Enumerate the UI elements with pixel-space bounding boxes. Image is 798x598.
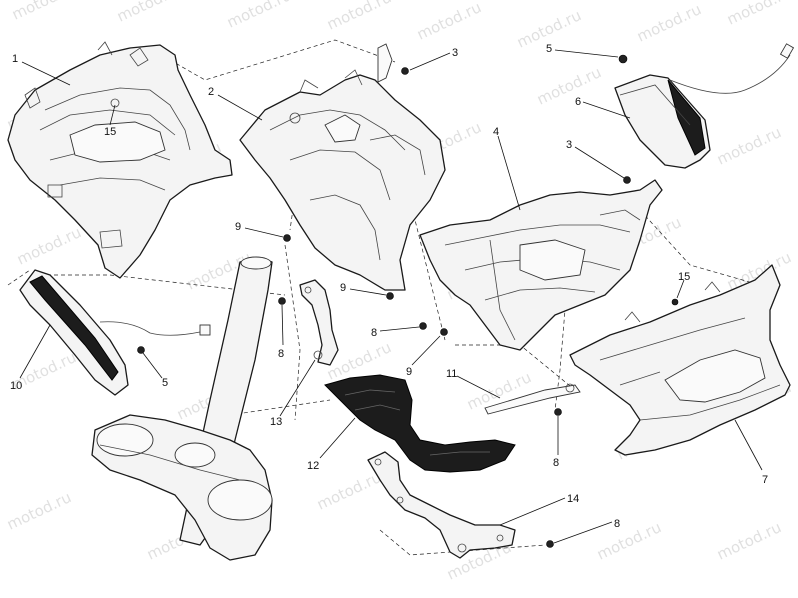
watermark: motod.ru [634,0,704,45]
callout-5: 5 [162,377,168,389]
part-13-bracket [299,279,339,366]
steering-stem [91,256,273,561]
part-4-inner-fairing-right [419,179,663,351]
watermark: motod.ru [4,488,74,533]
watermark: motod.ru [114,0,184,26]
watermark: motod.ru [324,0,394,34]
callout-15: 15 [678,271,690,283]
callout-7: 7 [762,474,768,486]
callout-2: 2 [208,86,214,98]
callout-3: 3 [452,47,458,59]
callout-5: 5 [546,43,552,55]
callout-10: 10 [10,380,22,392]
callout-8: 8 [278,348,284,360]
callout-13: 13 [270,416,282,428]
callout-8: 8 [553,457,559,469]
part-3-bolt-right [623,176,631,184]
watermark: motod.ru [714,123,784,168]
watermark: motod.ru [9,0,79,24]
watermark: motod.ru [724,0,794,29]
part-8-screws [278,297,562,548]
part-11-rod [484,383,581,415]
watermark: motod.ru [14,223,84,268]
part-1-left-inner-panel [7,41,233,279]
part-14-lower-bracket [367,451,516,559]
callout-numbers: 1 15 2 3 4 5 6 3 15 7 9 9 9 8 8 8 8 10 5… [10,43,768,530]
callout-1: 1 [12,53,18,65]
callout-8: 8 [371,327,377,339]
part-2-inner-fairing [239,69,446,291]
watermark: motod.ru [714,518,784,563]
watermark: motod.ru [534,63,604,108]
watermark: motod.ru [314,468,384,513]
leader-lines [19,49,763,544]
callout-9: 9 [406,366,412,378]
callout-9: 9 [340,282,346,294]
part-7-right-outer-fairing [569,264,791,456]
part-6-turn-signal-right [614,43,795,169]
callout-11: 11 [446,368,457,380]
callout-6: 6 [575,96,581,108]
callout-12: 12 [307,460,319,472]
callout-14: 14 [567,493,579,505]
part-12-air-duct [324,374,516,473]
callout-9: 9 [235,221,241,233]
callout-3: 3 [566,139,572,151]
watermark: motod.ru [414,0,484,44]
watermark: motod.ru [224,0,294,32]
callout-15: 15 [104,126,116,138]
callout-8: 8 [614,518,620,530]
part-3-bolt-top [377,43,409,83]
part-9-fasteners [283,234,448,336]
callout-4: 4 [493,126,499,138]
